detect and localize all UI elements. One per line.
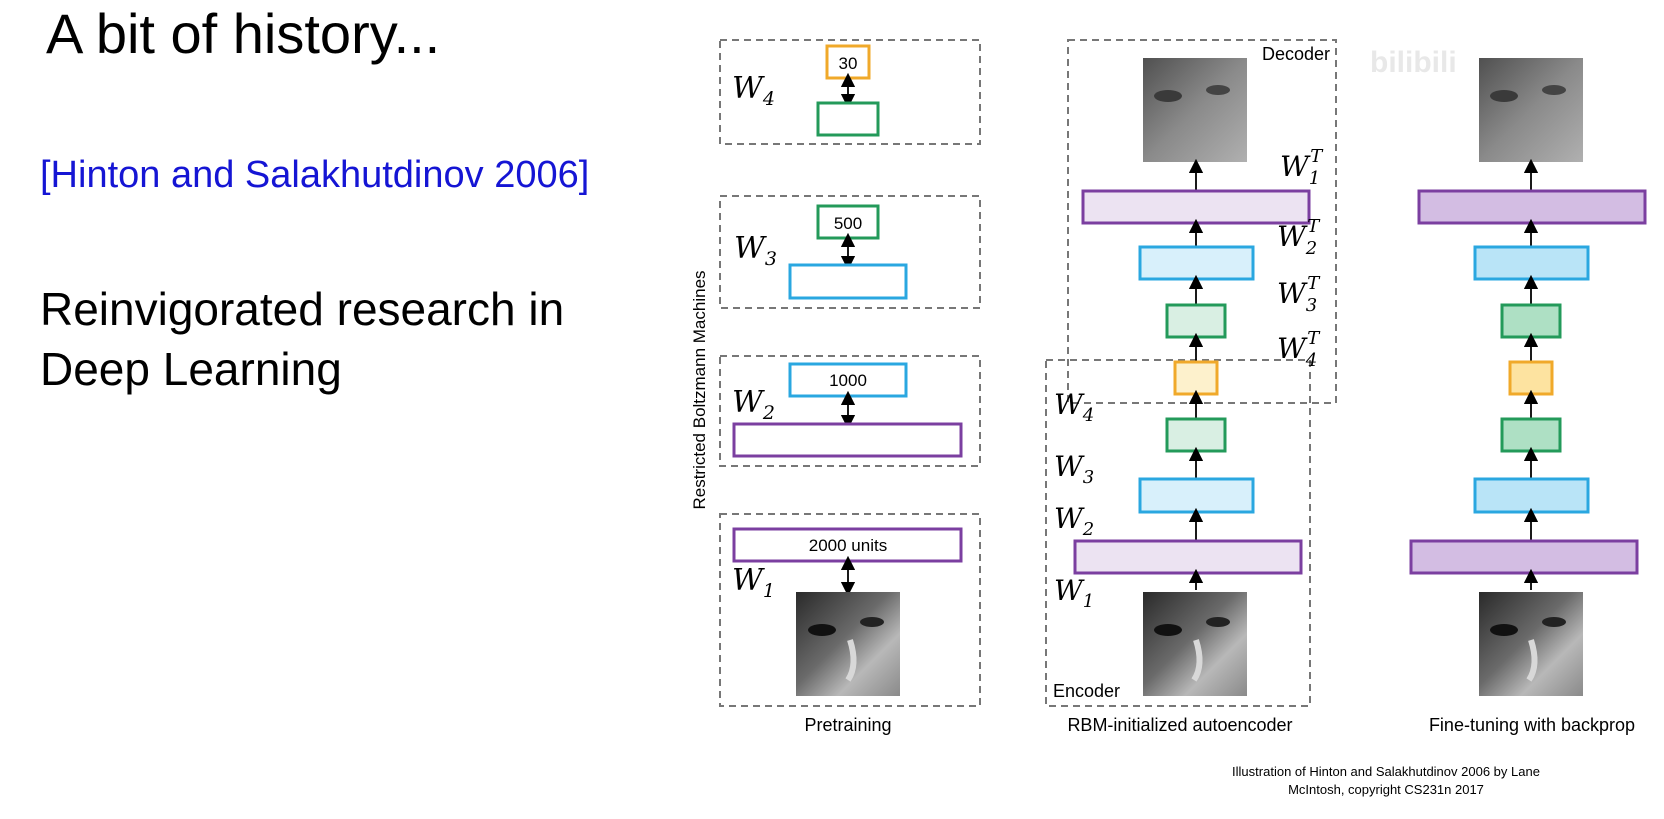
- rbm-box-3: [719, 195, 981, 309]
- rbm-box-1: [719, 513, 981, 707]
- body-text-line-2: Deep Learning: [40, 343, 342, 395]
- ae-decoder-layer-500: [1165, 303, 1227, 339]
- layer-500-label: 500: [834, 214, 862, 233]
- slide-title: A bit of history...: [46, 2, 441, 65]
- ae-encoder-layer-2000: [1073, 539, 1303, 575]
- finetune-column: [1409, 58, 1647, 696]
- ae-encoder-layer-1000: [1138, 477, 1255, 514]
- weight-w4t: W4T: [1277, 328, 1321, 371]
- weight-w4-pre: W4: [732, 71, 775, 110]
- ft-encoder-layer-1000: [1473, 477, 1590, 514]
- ae-decoder-layer-2000: [1081, 189, 1311, 225]
- credit-line-2: McIntosh, copyright CS231n 2017: [1288, 782, 1484, 797]
- face-image-input-ae: [1143, 592, 1247, 696]
- autoencoder-column: Decoder Encoder W1T W2T W3T: [1045, 39, 1337, 707]
- face-image-input-pre: [796, 592, 900, 696]
- ae-code-layer-30: [1173, 360, 1219, 396]
- caption-finetune: Fine-tuning with backprop: [1428, 715, 1636, 735]
- layer-30-label: 30: [839, 54, 858, 73]
- credit-line-1: Illustration of Hinton and Salakhutdinov…: [1232, 764, 1540, 779]
- caption-pretraining: Pretraining: [804, 715, 892, 735]
- rbm4-visible-layer: [816, 101, 880, 137]
- layer-2000-label: 2000 units: [809, 536, 887, 555]
- ft-code-layer-30: [1508, 360, 1554, 396]
- weight-w2t: W2T: [1277, 216, 1321, 259]
- ft-encoder-layer-500: [1500, 417, 1562, 453]
- decoder-label: Decoder: [1262, 44, 1330, 64]
- weight-w2-enc: W2: [1054, 502, 1094, 540]
- ft-decoder-layer-1000: [1473, 245, 1590, 281]
- body-text-line-1: Reinvigorated research in: [40, 283, 565, 335]
- rbm3-visible-layer: [788, 263, 908, 300]
- ae-decoder-layer-1000: [1138, 245, 1255, 281]
- ft-decoder-layer-2000: [1417, 189, 1647, 225]
- decoder-box: [1067, 39, 1337, 404]
- layer-1000-box: [788, 362, 908, 398]
- ft-encoder-layer-2000: [1409, 539, 1639, 575]
- ae-encoder-layer-500: [1165, 417, 1227, 453]
- encoder-box: [1045, 359, 1311, 707]
- face-image-output-ae: [1143, 58, 1247, 162]
- weight-w3-pre: W3: [734, 231, 777, 270]
- weight-w3t: W3T: [1277, 273, 1321, 316]
- layer-1000-label: 1000: [829, 371, 867, 390]
- figure-credit: Illustration of Hinton and Salakhutdinov…: [1206, 763, 1566, 799]
- weight-w1t: W1T: [1280, 146, 1324, 189]
- face-image-output-ft: [1479, 58, 1583, 162]
- pretraining-column: 30 W4 500 W3 1000 W2 2000 units W1: [719, 39, 981, 707]
- rbm-box-2: [719, 355, 981, 467]
- caption-autoencoder: RBM-initialized autoencoder: [1067, 715, 1293, 735]
- weight-w1-enc: W1: [1054, 574, 1094, 612]
- layer-2000-box: [732, 527, 963, 563]
- rbm2-visible-layer: [732, 422, 963, 458]
- encoder-label: Encoder: [1053, 681, 1120, 701]
- weight-w3-enc: W3: [1054, 450, 1094, 488]
- watermark-logo: bilibili: [1370, 46, 1457, 79]
- weight-w2-pre: W2: [732, 385, 775, 424]
- weight-w4-enc: W4: [1054, 388, 1094, 426]
- rbm-box-4: [719, 39, 981, 145]
- face-image-input-ft: [1479, 592, 1583, 696]
- layer-500-box: [816, 204, 880, 240]
- ft-decoder-layer-500: [1500, 303, 1562, 339]
- weight-w1-pre: W1: [732, 563, 775, 602]
- layer-30-box: [825, 44, 871, 80]
- citation: [Hinton and Salakhutdinov 2006]: [40, 154, 590, 196]
